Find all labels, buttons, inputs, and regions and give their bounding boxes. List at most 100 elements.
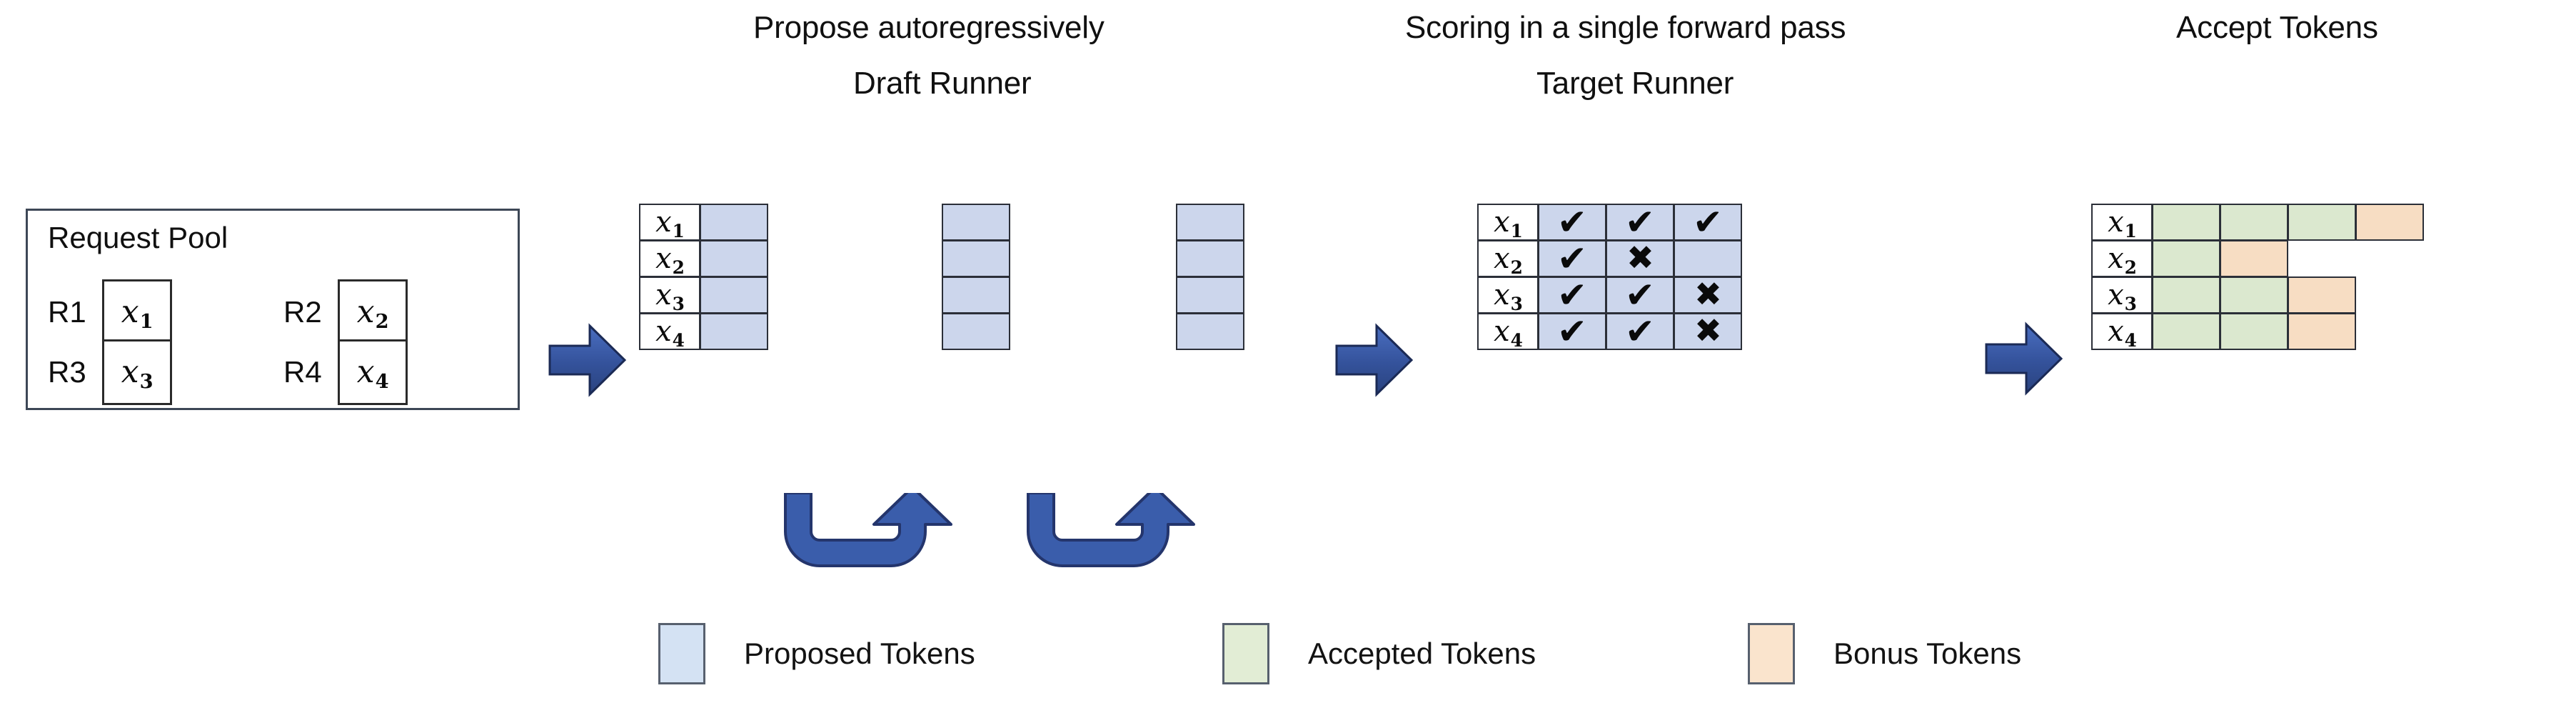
bonus-token-cell — [2288, 313, 2356, 350]
legend-label-bonus: Bonus Tokens — [1833, 637, 2022, 670]
proposed-token-cell — [1176, 240, 1244, 277]
proposed-token-cell — [942, 313, 1010, 350]
score-cell-empty — [1674, 240, 1742, 277]
legend-swatch-bonus — [1748, 623, 1795, 684]
request-label-r4: R4 — [283, 355, 322, 389]
check-icon: ✔ — [1693, 201, 1723, 243]
check-icon: ✔ — [1557, 311, 1587, 352]
score-column-1: ✔ ✔ ✔ ✔ — [1538, 201, 1606, 352]
proposed-token-cell — [1176, 204, 1244, 241]
check-icon: ✔ — [1625, 311, 1655, 352]
flow-arrow-pool-to-draft — [548, 323, 627, 401]
accepted-token-cell — [2152, 204, 2220, 241]
legend-label-accepted: Accepted Tokens — [1308, 637, 1536, 670]
autoregressive-loop-arrows — [771, 486, 1299, 597]
accepted-token-cell — [2288, 204, 2356, 241]
bonus-token-cell — [2288, 276, 2356, 314]
proposed-token-column — [1176, 204, 1244, 350]
bonus-token-cell — [2220, 240, 2288, 277]
score-cell: ✔ — [1538, 276, 1606, 314]
request-pool-title: Request Pool — [48, 221, 228, 254]
legend-item-proposed-tokens: Proposed Tokens — [658, 623, 975, 684]
legend-label-proposed: Proposed Tokens — [744, 637, 975, 670]
proposed-token-column — [942, 204, 1010, 350]
draft-runner-step-3 — [1176, 204, 1244, 350]
score-cell: ✖ — [1674, 313, 1742, 350]
score-cell: ✔ — [1606, 276, 1674, 314]
accepted-token-cell — [2152, 276, 2220, 314]
heading-target-runner: Target Runner — [1536, 66, 1734, 101]
check-icon: ✔ — [1625, 274, 1655, 316]
bonus-token-cell — [2355, 204, 2424, 241]
proposed-token-cell — [1176, 276, 1244, 314]
proposed-token-cell — [1176, 313, 1244, 350]
check-icon: ✔ — [1557, 238, 1587, 279]
score-cell: ✔ — [1538, 240, 1606, 277]
check-icon: ✔ — [1625, 201, 1655, 243]
proposed-token-cell — [700, 240, 768, 277]
score-cell: ✔ — [1606, 313, 1674, 350]
heading-accept-tokens: Accept Tokens — [2176, 10, 2378, 45]
accepted-token-cell — [2220, 313, 2288, 350]
legend: Proposed Tokens Accepted Tokens Bonus To… — [0, 616, 2576, 694]
check-icon: ✔ — [1557, 274, 1587, 316]
heading-propose-autoregressively: Propose autoregressively — [753, 10, 1105, 45]
flow-arrow-draft-to-target — [1335, 323, 1414, 401]
cross-icon: ✖ — [1626, 239, 1654, 278]
accepted-token-cell — [2152, 313, 2220, 350]
score-cell: ✔ — [1674, 204, 1742, 241]
score-cell: ✖ — [1674, 276, 1742, 314]
legend-item-accepted-tokens: Accepted Tokens — [1222, 623, 1536, 684]
accepted-token-cell — [2152, 240, 2220, 277]
proposed-token-cell — [700, 204, 768, 241]
score-column-2: ✔ ✖ ✔ ✔ — [1606, 204, 1674, 350]
heading-scoring-single-forward-pass: Scoring in a single forward pass — [1405, 10, 1846, 45]
cross-icon: ✖ — [1694, 311, 1722, 351]
flow-arrow-target-to-accept — [1985, 321, 2063, 399]
score-cell: ✔ — [1606, 204, 1674, 241]
check-icon: ✔ — [1557, 201, 1587, 243]
cross-icon: ✖ — [1694, 275, 1722, 314]
proposed-token-cell — [942, 204, 1010, 241]
proposed-token-cell — [942, 276, 1010, 314]
legend-item-bonus-tokens: Bonus Tokens — [1748, 623, 2021, 684]
proposed-token-cell — [700, 276, 768, 314]
